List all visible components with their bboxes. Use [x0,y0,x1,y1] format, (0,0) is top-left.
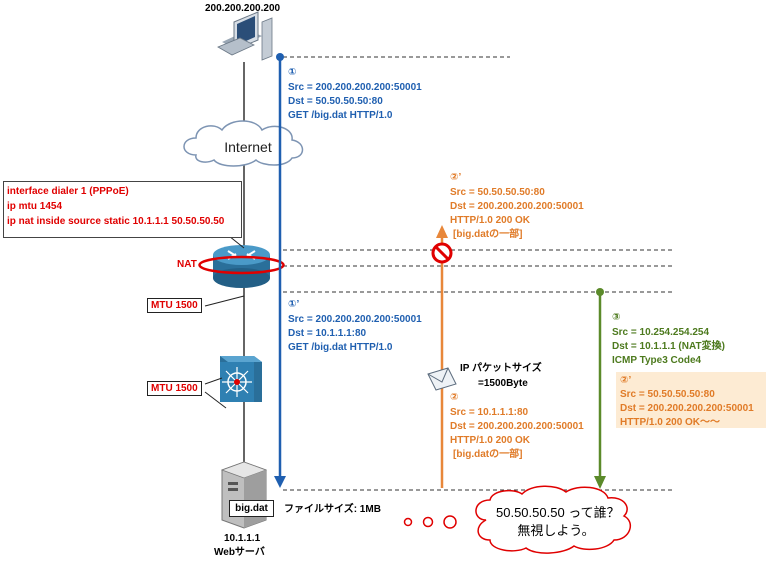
server-ip: 10.1.1.1 [224,533,261,544]
step1-dst: Dst = 50.50.50.50:80 [288,96,383,107]
step2b-response: HTTP/1.0 200 OK [450,215,531,226]
mtu-switch-box: MTU 1500 [147,381,202,396]
step1-request: GET /big.dat HTTP/1.0 [288,110,393,121]
thought-dot-1 [403,517,413,527]
internet-label: Internet [224,139,272,155]
step3-dst: Dst = 10.1.1.1 (NAT変換) [612,341,725,352]
thought-dot-2 [422,516,434,528]
step2-body: [big.datの一部] [453,449,523,460]
mtu-router-box: MTU 1500 [147,298,202,313]
blocked-icon [431,242,453,264]
step2-marker: ② [450,392,459,403]
step1b-src: Src = 200.200.200.200:50001 [288,314,422,325]
step2-src: Src = 10.1.1.1:80 [450,407,529,418]
thought-line-1: 50.50.50.50 って誰？ [496,505,620,520]
router-icon [213,245,270,288]
client-ip: 200.200.200.200 [205,3,281,14]
switch-icon [220,356,262,402]
thought-dot-3 [443,515,457,529]
mtu-router-connector [204,295,245,307]
packet-size-value: =1500Byte [478,378,528,389]
step1-src: Src = 200.200.200.200:50001 [288,82,422,93]
step2b-src: Src = 50.50.50.50:80 [450,187,545,198]
step2b-body: [big.datの一部] [453,229,523,240]
request-arrow-start [276,53,284,61]
internet-cloud-icon [183,120,304,167]
icmp-arrow-head [594,476,606,489]
thought-line-2: 無視しよう。 [517,523,595,538]
config-connector [228,235,245,249]
step2c-response: HTTP/1.0 200 OK〜〜 [620,417,721,428]
mtu-switch-connector-1 [204,377,223,385]
step2-response: HTTP/1.0 200 OK [450,435,531,446]
response-arrow-head [436,225,448,238]
router-config-box: interface dialer 1 (PPPoE) ip mtu 1454 i… [3,181,242,238]
file-tag: big.dat [229,500,274,517]
step2-dst: Dst = 200.200.200.200:50001 [450,421,584,432]
mtu-switch-connector-2 [204,391,227,409]
icmp-arrow-start [596,288,604,296]
config-line-2: ip mtu 1454 [7,201,63,212]
config-line-1: interface dialer 1 (PPPoE) [7,186,129,197]
envelope-icon [427,367,457,391]
step1-marker: ① [288,67,297,78]
step2b-dst: Dst = 200.200.200.200:50001 [450,201,584,212]
step3-src: Src = 10.254.254.254 [612,327,710,338]
thought-cloud [475,485,632,554]
server-name: Webサーバ [214,547,265,558]
step3-icmp: ICMP Type3 Code4 [612,355,702,366]
step2c-src: Src = 50.50.50.50:80 [620,389,715,400]
step1b-request: GET /big.dat HTTP/1.0 [288,342,393,353]
nat-highlight-ellipse [198,255,285,275]
config-line-3: ip nat inside source static 10.1.1.1 50.… [7,216,225,227]
computer-icon [217,11,273,61]
request-arrow-head [274,476,286,488]
step2c-marker: ②’ [620,375,632,386]
file-size: ファイルサイズ: 1MB [284,504,381,515]
step2c-dst: Dst = 200.200.200.200:50001 [620,403,754,414]
step1b-marker: ①’ [288,299,300,310]
step1b-dst: Dst = 10.1.1.1:80 [288,328,367,339]
step2b-marker: ②’ [450,172,462,183]
server-icon [220,461,268,529]
packet-size-title: IP パケットサイズ [460,363,542,374]
nat-label: NAT [177,259,197,270]
step2c-box: ②’ Src = 50.50.50.50:80 Dst = 200.200.20… [616,372,766,428]
step3-marker: ③ [612,312,621,323]
